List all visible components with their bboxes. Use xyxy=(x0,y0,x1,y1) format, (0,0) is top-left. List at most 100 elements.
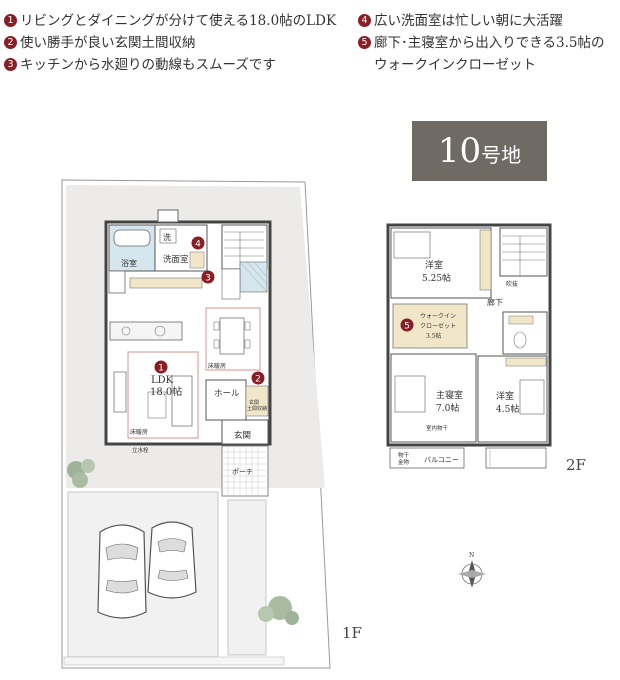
svg-text:3: 3 xyxy=(205,274,211,284)
feature-text: リビングとダイニングが分けて使える18.0帖のLDK xyxy=(20,13,337,29)
porch-label: ポーチ xyxy=(232,468,253,476)
roof-area xyxy=(485,447,547,469)
sofa xyxy=(171,375,193,427)
closet-1 xyxy=(479,229,492,291)
feature-number-badge: 1 xyxy=(4,14,17,27)
bathtub xyxy=(113,229,151,247)
approach-path xyxy=(227,499,267,656)
bed xyxy=(393,231,431,259)
staircase-2f xyxy=(499,227,548,277)
tap-label: 立水栓 xyxy=(132,446,149,454)
entrance xyxy=(221,419,269,445)
tree-icon xyxy=(258,596,299,625)
fridge xyxy=(108,270,126,294)
lot-suffix: 号地 xyxy=(481,143,522,167)
floor1-label: 1F xyxy=(342,624,362,642)
hall-label: ホール xyxy=(214,389,240,399)
drying-label: 物干 xyxy=(398,451,410,459)
doma-storage-label-2: 土間収納 xyxy=(247,405,267,412)
feature-text: キッチンから水廻りの動線もスムーズです xyxy=(20,57,276,73)
balcony xyxy=(389,447,465,469)
feature-number-badge: 5 xyxy=(358,36,371,49)
toilet-room-1f xyxy=(221,268,241,300)
ldk-label: LDK xyxy=(151,375,174,386)
hall xyxy=(205,379,247,421)
living-floor-heating-zone xyxy=(127,351,199,439)
feature-item-5-continued: ウォークインクローゼット xyxy=(374,57,536,73)
closet-2 xyxy=(505,357,547,367)
balcony-label: バルコニー xyxy=(424,456,459,464)
bed xyxy=(394,375,426,413)
entrance-label: 玄関 xyxy=(234,430,251,441)
toilet-icon xyxy=(513,331,527,349)
svg-text:5: 5 xyxy=(404,322,410,332)
tv-board xyxy=(113,371,127,413)
feature-text: 廊下･主寝室から出入りできる3.5帖の xyxy=(374,35,605,51)
kitchen-back-storage xyxy=(129,277,203,289)
marker-badge-4: 4 xyxy=(191,236,205,250)
feature-number-badge: 3 xyxy=(4,58,17,71)
feature-text: 使い勝手が良い玄関土間収納 xyxy=(20,35,196,51)
western-room-2-label: 洋室 xyxy=(496,390,514,402)
doma-storage-label: 玄関 xyxy=(249,399,259,406)
car-icon xyxy=(97,524,147,619)
north-compass-icon: N xyxy=(458,552,486,588)
outdoor-unit xyxy=(157,209,179,223)
marker-badge-5: 5 xyxy=(400,318,414,332)
floor-heating-label: 床暖房 xyxy=(130,428,148,436)
wc-box xyxy=(159,228,177,244)
lot-number: 10 xyxy=(437,131,482,171)
linen-storage xyxy=(189,251,205,269)
feature-text: 広い洗面室は忙しい朝に大活躍 xyxy=(374,13,563,29)
dining-floor-heating-zone xyxy=(205,307,261,371)
curb xyxy=(63,656,285,666)
doma-storage xyxy=(245,385,269,417)
bed xyxy=(519,379,545,415)
marker-badge-2: 2 xyxy=(251,371,265,385)
svg-text:1: 1 xyxy=(158,364,164,374)
wic-label: ウォークイン xyxy=(420,312,456,320)
floor2-label: 2F xyxy=(566,456,586,474)
floor2-plan: 洋室 5.25帖 吹抜 廊下 ウォークイン クローゼット 3.5帖 5 主寝室 … xyxy=(386,223,552,469)
feature-number-badge: 2 xyxy=(4,36,17,49)
kitchen-counter xyxy=(109,321,183,341)
porch xyxy=(221,445,269,497)
western-room-2-size: 4.5帖 xyxy=(496,403,519,415)
tree-icon xyxy=(67,459,95,488)
marker-badge-1: 1 xyxy=(154,360,168,374)
master-bedroom-size: 7.0帖 xyxy=(436,402,459,414)
dining-table xyxy=(219,317,245,355)
fuki-label: 吹抜 xyxy=(506,280,518,288)
staircase-1f xyxy=(221,224,268,293)
western-room-1-label: 洋室 xyxy=(425,259,443,271)
bathroom-label: 浴室 xyxy=(121,258,137,268)
corridor-label: 廊下 xyxy=(487,297,503,307)
master-bedroom-label: 主寝室 xyxy=(436,389,463,401)
wc-label: 洗 xyxy=(163,232,171,242)
washroom-label: 洗面室 xyxy=(163,254,189,265)
drying-label-2: 金物 xyxy=(398,458,410,466)
floor1-plan: 浴室 洗 洗面室 床暖房 床暖房 LDK xyxy=(61,179,331,669)
wic-size: 3.5帖 xyxy=(426,332,442,340)
compass-label: N xyxy=(469,552,474,559)
lot-number-badge: 10 号地 xyxy=(412,121,547,181)
svg-text:2: 2 xyxy=(255,375,261,385)
western-room-1-size: 5.25帖 xyxy=(422,272,451,284)
wic-label-2: クローゼット xyxy=(420,322,456,330)
svg-text:4: 4 xyxy=(195,240,201,250)
ldk-size: 18.0帖 xyxy=(150,385,182,398)
marker-badge-3: 3 xyxy=(201,270,215,284)
coffee-table xyxy=(147,391,167,419)
car-icon xyxy=(147,521,197,599)
floor-heating-label: 床暖房 xyxy=(208,362,226,370)
indoor-drying-label: 室内物干 xyxy=(426,424,449,432)
feature-number-badge: 4 xyxy=(358,14,371,27)
